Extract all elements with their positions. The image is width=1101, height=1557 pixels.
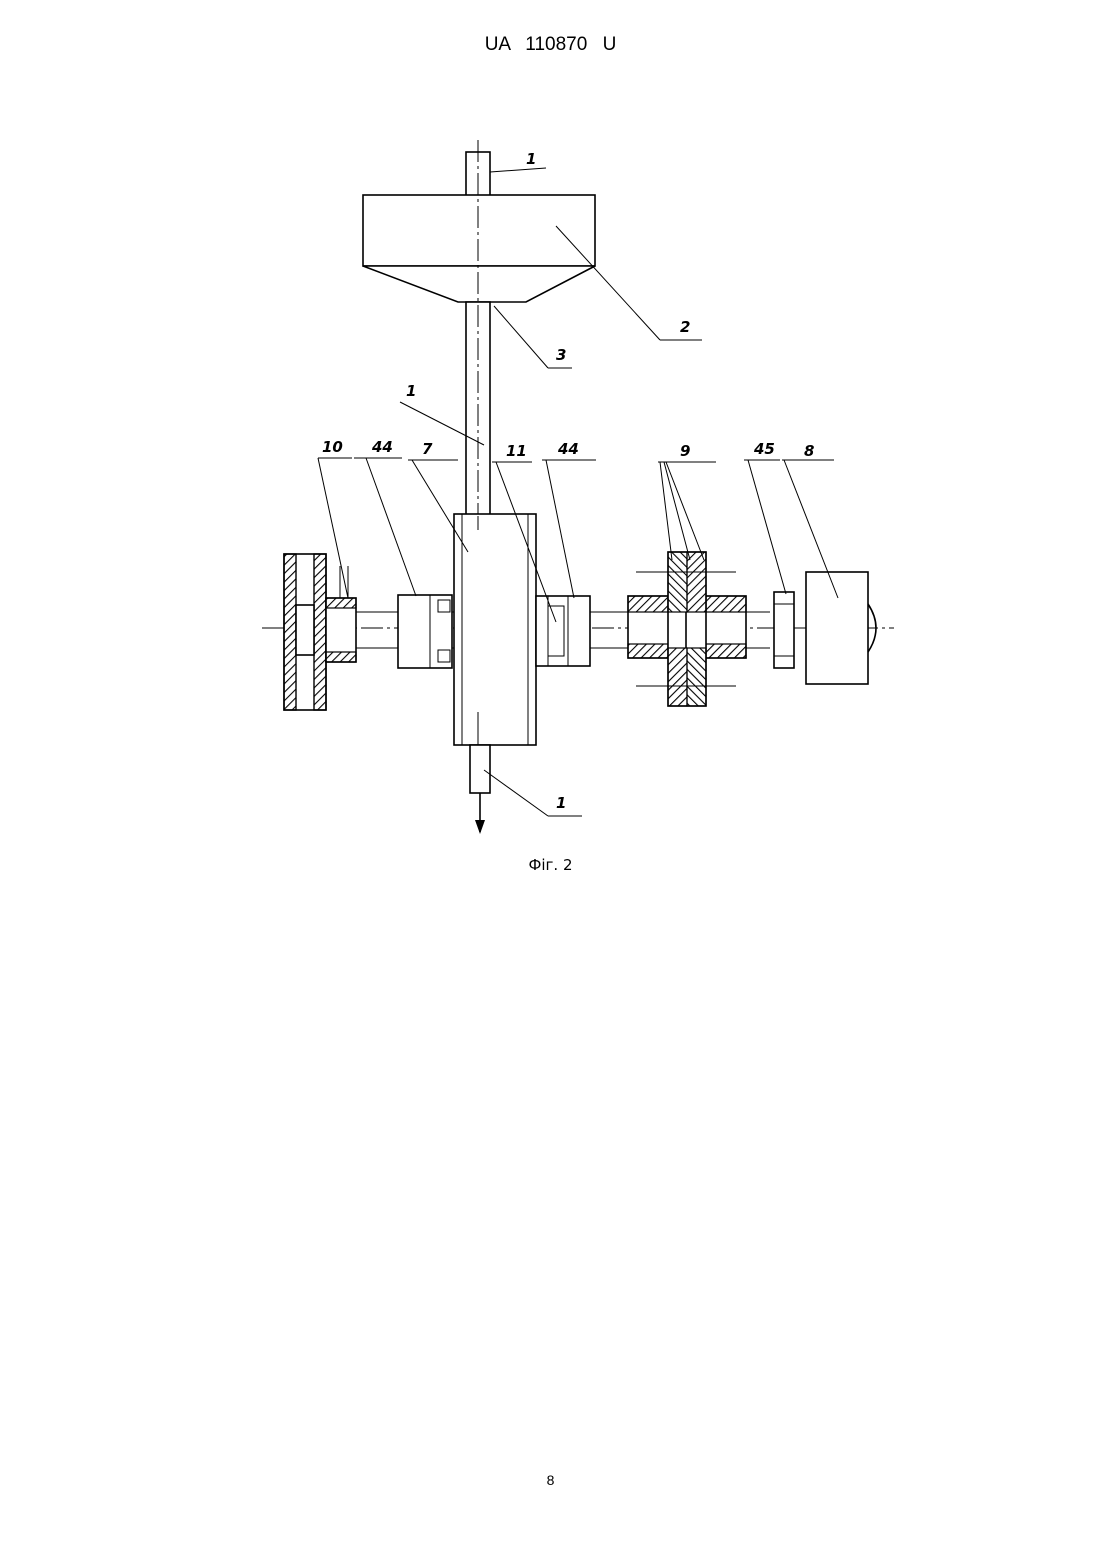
ref-label-9: 9 xyxy=(680,442,690,460)
left-pulley xyxy=(284,554,356,710)
page-number: 8 xyxy=(0,1472,1101,1488)
motor xyxy=(806,572,876,684)
left-bearing xyxy=(398,595,452,668)
ref-label-44-left: 44 xyxy=(371,438,393,456)
ref-label-1: 1 xyxy=(406,382,416,400)
ref-label-2: 2 xyxy=(680,318,690,336)
ref-label-44-right: 44 xyxy=(557,440,579,458)
outlet-tube xyxy=(470,745,490,834)
ref-label-7: 7 xyxy=(422,440,433,458)
ref-label-10: 10 xyxy=(322,438,343,456)
right-bearing xyxy=(536,596,590,666)
ref-label-8: 8 xyxy=(804,442,814,460)
ref-label-bottom: 1 xyxy=(556,794,566,812)
coupling xyxy=(628,552,746,706)
hopper xyxy=(363,195,595,302)
ref-label-11: 11 xyxy=(506,442,527,460)
ref-label-top: 1 xyxy=(526,150,536,168)
bearing-45 xyxy=(774,592,794,668)
ref-label-45: 45 xyxy=(753,440,775,458)
figure-caption: Фіг. 2 xyxy=(0,856,1101,874)
ref-label-3: 3 xyxy=(556,346,566,364)
